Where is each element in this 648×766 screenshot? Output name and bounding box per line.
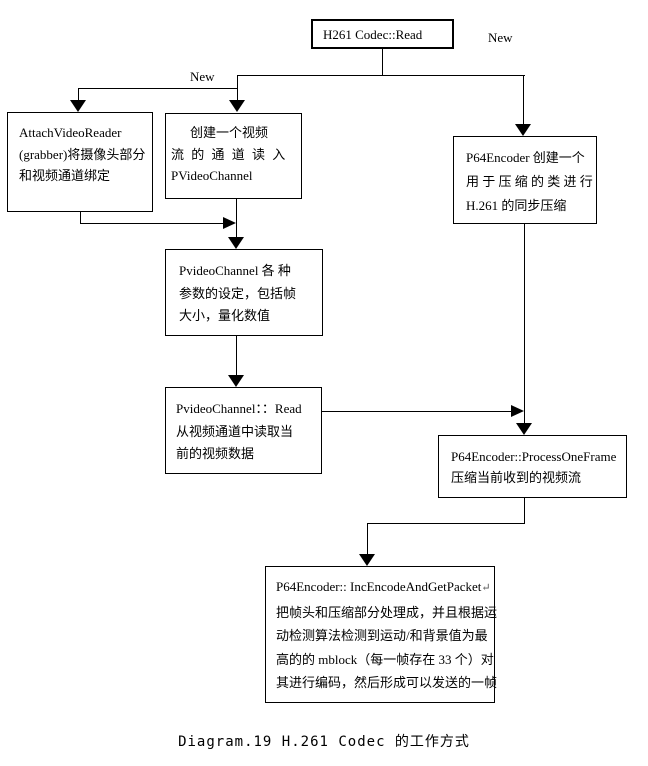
diagram-caption: Diagram.19 H.261 Codec 的工作方式 xyxy=(178,734,470,750)
arrowhead-right-merge-process xyxy=(511,405,524,417)
node-text: PvideoChannel：：Read xyxy=(176,401,302,416)
node-text: P64Encoder::ProcessOneFrame xyxy=(451,449,617,464)
node-text: (grabber)将摄像头部分 xyxy=(19,146,146,162)
return-mark: ↵ xyxy=(481,582,491,594)
connector-attach-out-right xyxy=(80,223,224,224)
label-new-left: New xyxy=(190,69,215,84)
connector-create-to-params xyxy=(236,199,237,238)
arrowhead-down-process xyxy=(516,423,532,435)
node-text: H.261 的同步压缩 xyxy=(466,198,567,213)
node-attach-video-reader: AttachVideoReader (grabber)将摄像头部分 和视频通道绑… xyxy=(7,112,153,212)
arrowhead-down-inc-encode xyxy=(359,554,375,566)
node-text: 从视频通道中读取当 xyxy=(176,423,294,439)
node-text: AttachVideoReader xyxy=(19,125,122,140)
node-text: 前的视频数据 xyxy=(176,446,255,461)
node-p64encoder-process-one-frame: P64Encoder::ProcessOneFrame 压缩当前收到的视频流 xyxy=(438,435,627,498)
node-text: 高的的 mblock（每一帧存在 33 个）对 xyxy=(276,651,494,667)
arrowhead-down-read xyxy=(228,375,244,387)
connector-process-out-left xyxy=(367,523,525,524)
node-text: 把帧头和压缩部分处理成，并且根据运 xyxy=(276,604,498,620)
node-text: 流 的 通 道 读 入 xyxy=(171,146,288,162)
node-text: H261 Codec::Read xyxy=(323,27,423,42)
arrowhead-right-merge-params xyxy=(223,217,236,229)
node-text: 压缩当前收到的视频流 xyxy=(451,470,582,485)
arrowhead-down-p64create xyxy=(515,124,531,136)
node-pvideochannel-read: PvideoChannel：：Read 从视频通道中读取当 前的视频数据 xyxy=(165,387,322,474)
arrowhead-down-params xyxy=(228,237,244,249)
node-text: P64Encoder:: IncEncodeAndGetPacket↵ xyxy=(276,575,494,601)
node-pvideochannel-params: PvideoChannel 各 种 参数的设定，包括帧 大小，量化数值 xyxy=(165,249,323,336)
node-text: PvideoChannel 各 种 xyxy=(179,263,291,278)
node-create-video-channel: 创建一个视频 流 的 通 道 读 入 PVideoChannel xyxy=(165,113,302,199)
connector-params-to-read xyxy=(236,336,237,376)
node-p64encoder-inc-encode: P64Encoder:: IncEncodeAndGetPacket↵ 把帧头和… xyxy=(265,566,498,703)
node-text-main: P64Encoder:: IncEncodeAndGetPacket xyxy=(276,579,482,594)
node-text: 大小，量化数值 xyxy=(179,308,271,323)
connector-left-rail xyxy=(78,88,238,89)
arrowhead-down-create-channel xyxy=(229,100,245,112)
node-h261-codec-read: H261 Codec::Read xyxy=(311,19,454,49)
connector-to-attach xyxy=(78,88,79,101)
node-text: 创建一个视频 xyxy=(190,125,269,140)
node-text: 动检测算法检测到运动/和背景值为最 xyxy=(276,628,488,643)
node-text: 用 于 压 缩 的 类 进 行 xyxy=(466,174,593,189)
connector-h261-down xyxy=(382,49,383,75)
label-new-right: New xyxy=(488,30,513,45)
arrowhead-down-attach xyxy=(70,100,86,112)
connector-to-p64create xyxy=(523,75,524,125)
connector-top-rail xyxy=(237,75,525,76)
connector-to-inc-encode xyxy=(367,523,368,555)
node-text: P64Encoder 创建一个 xyxy=(466,150,585,165)
node-p64encoder-create: P64Encoder 创建一个 用 于 压 缩 的 类 进 行 H.261 的同… xyxy=(453,136,597,224)
connector-attach-out-down xyxy=(80,212,81,223)
node-text: PVideoChannel xyxy=(171,168,253,183)
node-text: 其进行编码，然后形成可以发送的一帧 xyxy=(276,675,498,690)
node-text: 参数的设定，包括帧 xyxy=(179,285,297,301)
node-text: 和视频通道绑定 xyxy=(19,168,111,183)
connector-p64create-to-process xyxy=(524,224,525,424)
connector-read-out-right xyxy=(322,411,512,412)
connector-process-out-down xyxy=(524,498,525,523)
